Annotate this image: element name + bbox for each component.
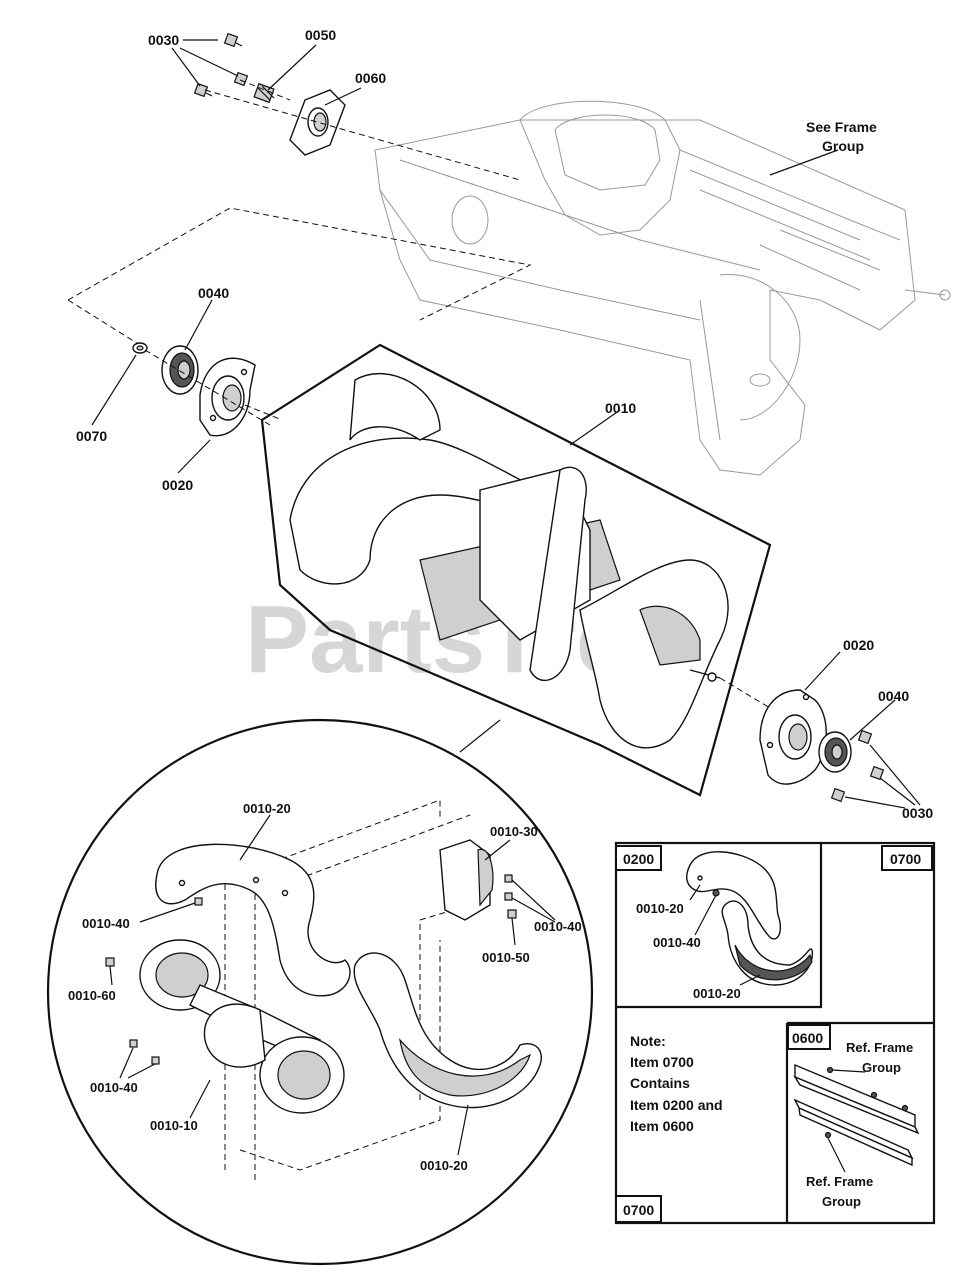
label-0030-right: 0030 bbox=[902, 805, 933, 821]
inset-flight-bottom bbox=[721, 900, 814, 986]
label-0010: 0010 bbox=[605, 400, 636, 416]
exploded-detail-circle bbox=[46, 718, 594, 1266]
bolt-0010-40-b2 bbox=[504, 892, 513, 901]
tag-0700-bottom: 0700 bbox=[623, 1202, 654, 1218]
note-line-3: Contains bbox=[630, 1075, 690, 1091]
inset-labels: 0200 0700 0600 0700 0010-20 0010-40 0010… bbox=[615, 845, 933, 1223]
flange-0060 bbox=[289, 89, 346, 156]
bearing-0040-left bbox=[161, 345, 199, 395]
label-0070: 0070 bbox=[76, 428, 107, 444]
ref-frame-top-2: Group bbox=[862, 1060, 901, 1075]
label-0010-40-c: 0010-40 bbox=[90, 1080, 138, 1095]
label-0010-20-bottom: 0010-20 bbox=[420, 1158, 468, 1173]
leader-lines bbox=[91, 39, 921, 1173]
tag-0700-bottom-box bbox=[615, 1195, 662, 1223]
bearing-0040-right bbox=[818, 731, 852, 773]
bolt-0030-a bbox=[223, 32, 243, 48]
inset-kit-box bbox=[614, 841, 936, 1225]
label-0010-10: 0010-10 bbox=[150, 1118, 198, 1133]
note-line-2: Item 0700 bbox=[630, 1054, 694, 1070]
ref-frame-bottom-1: Ref. Frame bbox=[806, 1174, 873, 1189]
label-0060: 0060 bbox=[355, 70, 386, 86]
inset-flight-top bbox=[686, 851, 782, 940]
inset-label-0010-40: 0010-40 bbox=[653, 935, 701, 950]
tag-0200-box bbox=[615, 845, 662, 871]
bolt-0030-b bbox=[193, 82, 213, 98]
bolt-0010-40-a bbox=[194, 897, 203, 906]
label-0050: 0050 bbox=[305, 27, 336, 43]
frame-bracket-top bbox=[793, 1063, 920, 1135]
bolt-0030-c bbox=[233, 71, 249, 87]
frame-housing-ghost bbox=[374, 100, 951, 476]
label-0030-top: 0030 bbox=[148, 32, 179, 48]
flight-0010-20-bottom bbox=[353, 952, 542, 1109]
callout-labels: 0030 0050 0060 See Frame Group 0040 0070… bbox=[68, 27, 933, 1173]
flight-0010-20-top bbox=[155, 843, 351, 997]
label-0040-right: 0040 bbox=[878, 688, 909, 704]
label-0010-60: 0010-60 bbox=[68, 988, 116, 1003]
tag-0700-top-box bbox=[881, 845, 933, 871]
bolt-0030-r1 bbox=[857, 729, 873, 745]
auger-flight-right bbox=[579, 559, 729, 749]
bolt-0030-r3 bbox=[830, 787, 846, 803]
bolt-0010-40-c2 bbox=[151, 1056, 160, 1065]
frame-bracket-bottom bbox=[793, 1098, 914, 1167]
auger-center-exploded bbox=[139, 939, 345, 1114]
right-bearing-assembly bbox=[759, 689, 885, 803]
note-line-4: Item 0200 and bbox=[630, 1097, 723, 1113]
flange-0020-right bbox=[759, 689, 827, 785]
note-line-5: Item 0600 bbox=[630, 1118, 694, 1134]
bolt-0010-40-b bbox=[504, 874, 513, 883]
washer-0070 bbox=[132, 342, 148, 354]
bolt-0010-40-c bbox=[129, 1039, 138, 1048]
label-0040-left: 0040 bbox=[198, 285, 229, 301]
left-bearing-assembly bbox=[67, 207, 532, 437]
bracket-0010-30 bbox=[439, 839, 494, 921]
nut-0010-50 bbox=[507, 909, 517, 919]
ref-frame-bottom-2: Group bbox=[822, 1194, 861, 1209]
label-see-frame-1: See Frame bbox=[806, 119, 877, 135]
label-0010-40-b: 0010-40 bbox=[534, 919, 582, 934]
tag-0600: 0600 bbox=[792, 1030, 823, 1046]
inset-label-0010-20-a: 0010-20 bbox=[636, 901, 684, 916]
label-0020-left: 0020 bbox=[162, 477, 193, 493]
label-0010-40-a: 0010-40 bbox=[82, 916, 130, 931]
tag-0600-box bbox=[787, 1024, 831, 1050]
ref-frame-top-1: Ref. Frame bbox=[846, 1040, 913, 1055]
label-0010-50: 0010-50 bbox=[482, 950, 530, 965]
inset-label-0010-20-b: 0010-20 bbox=[693, 986, 741, 1001]
tag-0700-top: 0700 bbox=[890, 851, 921, 867]
note-line-1: Note: bbox=[630, 1033, 666, 1049]
flange-0020-left bbox=[199, 357, 256, 437]
tag-0200: 0200 bbox=[623, 851, 654, 867]
top-hardware bbox=[193, 32, 521, 181]
label-0010-20-top: 0010-20 bbox=[243, 801, 291, 816]
label-see-frame-2: Group bbox=[822, 138, 864, 154]
auger-assembly-0010 bbox=[244, 343, 791, 797]
label-0010-30: 0010-30 bbox=[490, 824, 538, 839]
bolt-0010-60 bbox=[105, 957, 115, 967]
bolt-0030-r2 bbox=[869, 765, 885, 781]
label-0020-right: 0020 bbox=[843, 637, 874, 653]
auger-flight-left bbox=[289, 373, 562, 585]
